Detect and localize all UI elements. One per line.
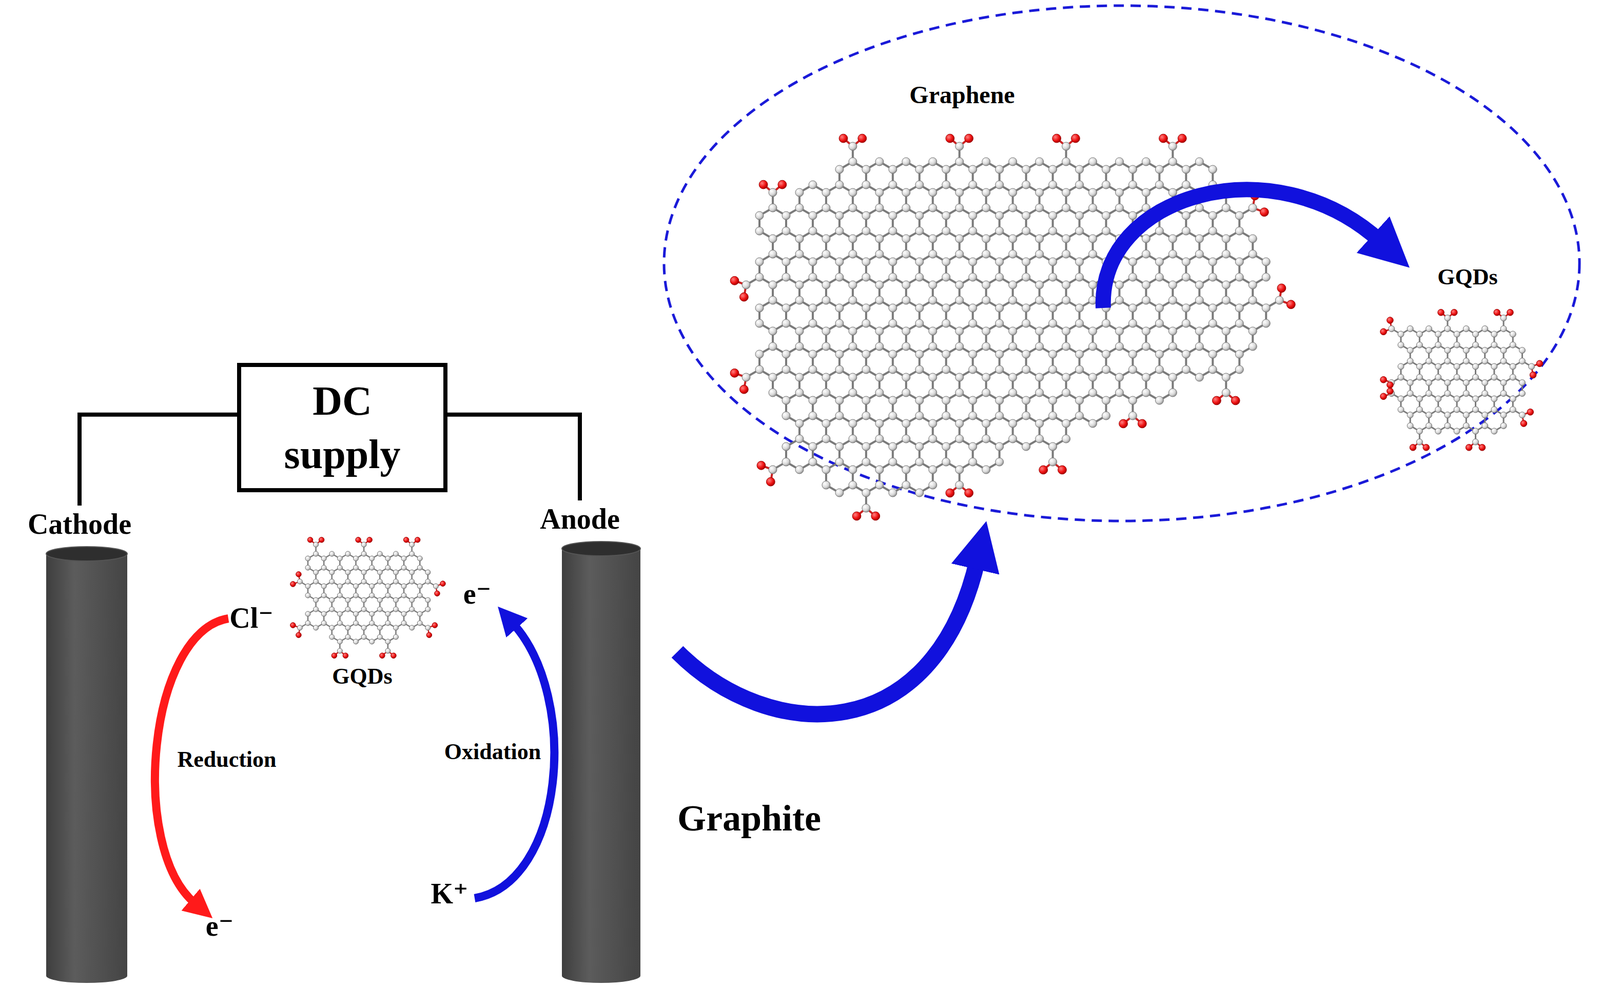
wire [79,414,238,506]
process-label: Reduction [174,747,279,772]
box-label: DC supply [269,374,416,481]
dashed-ellipse [664,5,1580,521]
transform-arrow [1103,189,1381,308]
material-label: Graphite [677,797,822,839]
gqd-molecule [290,536,446,658]
electrode-label: Cathode [0,508,162,541]
gqd-molecule [1380,308,1544,451]
graphite-cylinder [0,505,152,988]
process-label: Oxidation [442,739,543,765]
electron-label: e⁻ [205,910,234,943]
ion-label: Cl⁻ [229,602,274,635]
ion-label: K⁺ [430,877,468,910]
product-label: GQDs [1437,264,1498,290]
electron-label: e⁻ [463,578,492,611]
electrode-label: Anode [497,503,662,536]
exfoliation-arrow [677,559,978,714]
product-label: GQDs [332,664,393,689]
electrode-rod: Cathode [0,505,162,988]
wire [447,414,580,501]
sheet-label: Graphene [909,81,1015,109]
power-supply-box: DC supply [237,362,448,493]
